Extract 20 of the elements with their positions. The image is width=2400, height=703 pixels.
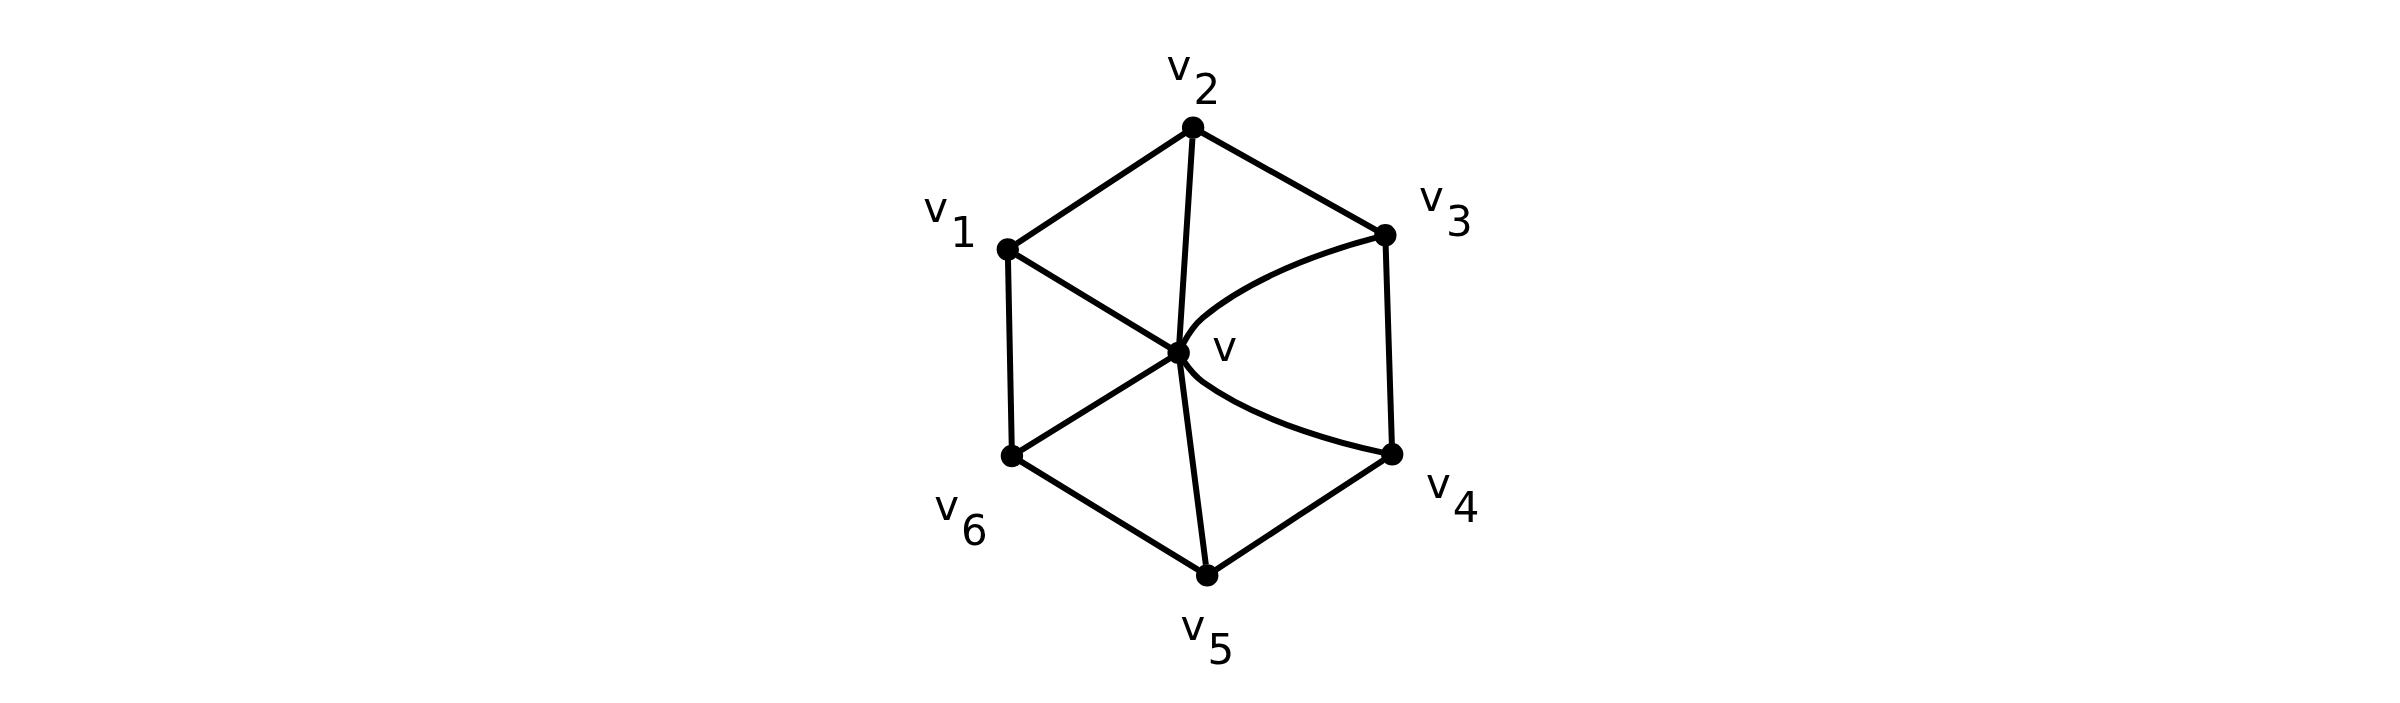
node-circle [1381,443,1404,466]
node-circle [1000,444,1024,468]
connector [1382,245,1395,445]
node-circle [1196,564,1219,587]
connector [1214,457,1385,573]
connector [1015,130,1187,247]
node-circle [1181,116,1205,139]
node-circle [996,238,1019,261]
connector [1176,138,1196,343]
connector [1200,130,1379,234]
connector [1180,234,1376,346]
node-label: v [1212,321,1238,371]
connector [1176,362,1209,566]
node-circle [1167,341,1190,365]
connector [1018,458,1200,573]
node-circle [1374,224,1397,247]
connector [1019,355,1172,454]
connector [1181,359,1383,456]
connector [1005,259,1015,446]
connector [1015,252,1172,351]
